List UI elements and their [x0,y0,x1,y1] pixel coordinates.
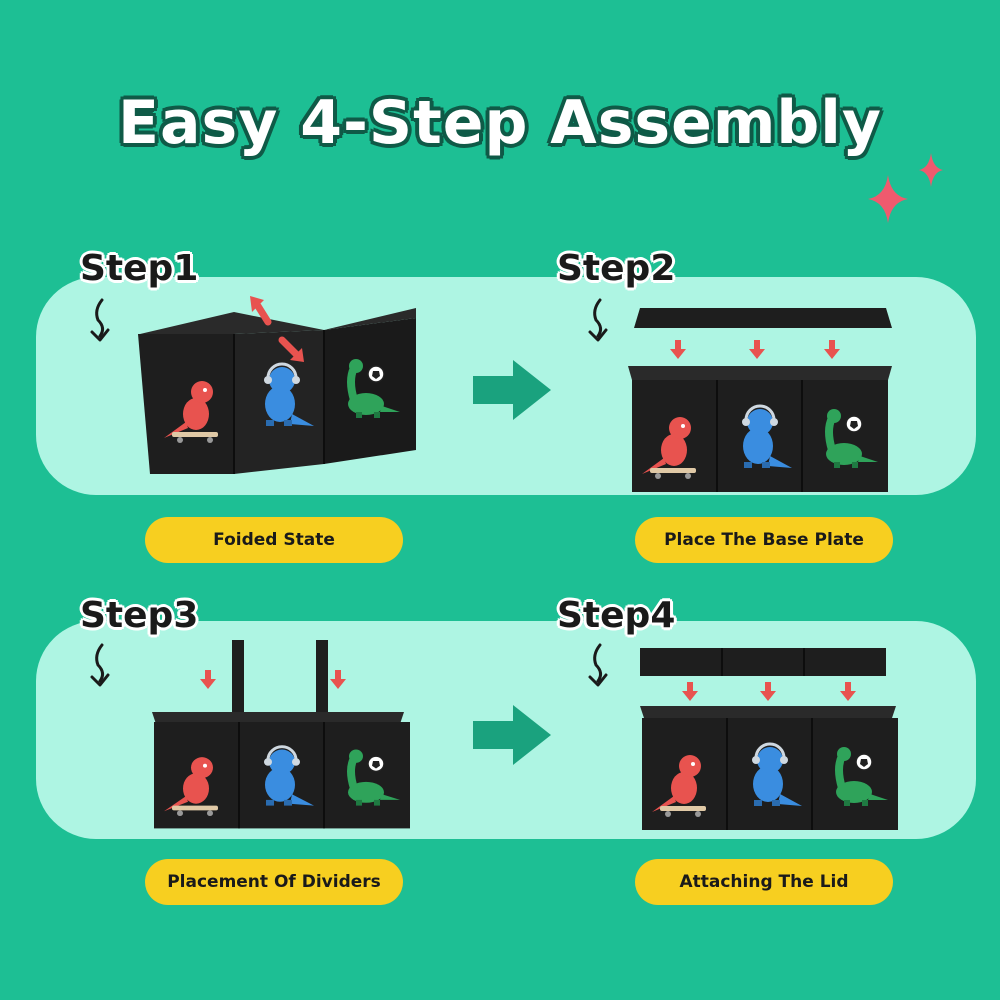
sparkle-icon [919,153,943,187]
step4-label: Step4 [557,595,676,636]
curly-arrow-icon [90,298,110,342]
sparkle-icon [868,175,908,223]
page-title: Easy 4-Step Assembly [118,88,882,158]
lid-box-illustration [640,648,898,830]
step2-caption: Place The Base Plate [635,517,893,563]
dividers-box-illustration [152,640,410,828]
next-arrow-icon [473,705,551,765]
base-plate-box-illustration [628,308,892,492]
step1-label: Step1 [80,248,199,289]
step3-caption: Placement Of Dividers [145,859,403,905]
folded-box-illustration [138,296,416,474]
curly-arrow-icon [90,643,110,687]
step3-label: Step3 [80,595,199,636]
curly-arrow-icon [588,643,608,687]
curly-arrow-icon [588,298,608,342]
step2-label: Step2 [557,248,676,289]
step1-caption: Foided State [145,517,403,563]
step4-caption: Attaching The Lid [635,859,893,905]
next-arrow-icon [473,360,551,420]
